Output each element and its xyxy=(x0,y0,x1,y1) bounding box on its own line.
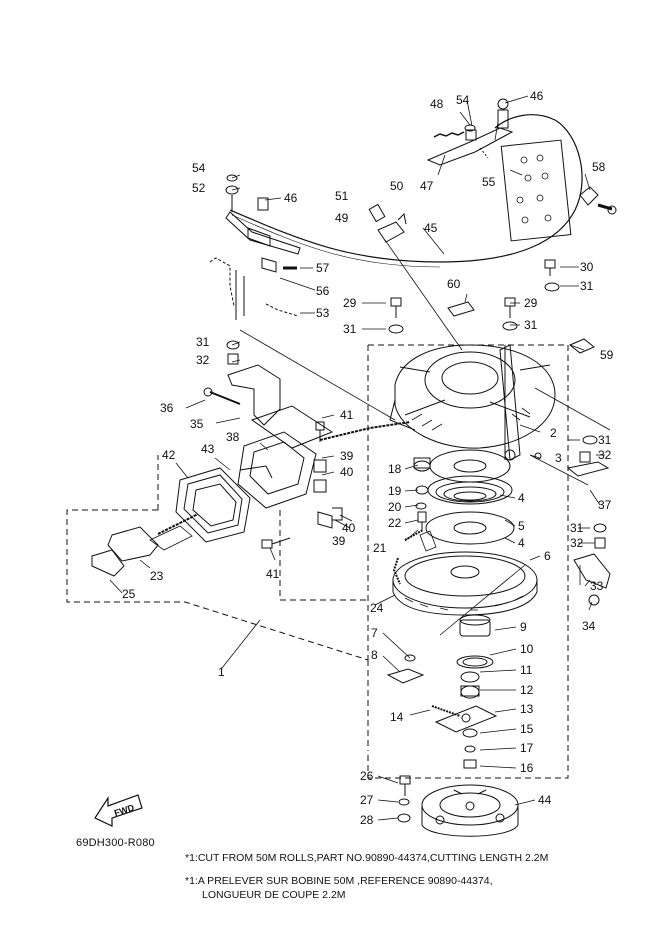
callout: 43 xyxy=(201,442,215,456)
callout: 15 xyxy=(520,722,534,736)
callout: 24 xyxy=(370,601,384,615)
callout: 6 xyxy=(544,549,551,563)
callout: 4 xyxy=(518,536,525,550)
callout: 11 xyxy=(520,663,533,677)
callout: 37 xyxy=(598,498,612,512)
handle-base xyxy=(397,775,519,837)
bolts-washers xyxy=(388,259,595,354)
callout: 7 xyxy=(371,626,378,640)
fwd-arrow-icon xyxy=(94,794,143,827)
cam-parts xyxy=(404,457,437,552)
handle-assembly xyxy=(149,340,343,551)
callout: 36 xyxy=(160,401,174,415)
callout: 32 xyxy=(570,536,584,550)
callout: 29 xyxy=(343,296,357,310)
callout: 57 xyxy=(316,261,330,275)
callout: 13 xyxy=(520,702,534,716)
callout: 14 xyxy=(390,710,404,724)
note-french-line1: *1:A PRELEVER SUR BOBINE 50M ,REFERENCE … xyxy=(185,875,493,887)
callout: 29 xyxy=(524,296,538,310)
note-french: *1:A PRELEVER SUR BOBINE 50M ,REFERENCE … xyxy=(185,874,493,902)
callout: 53 xyxy=(316,306,330,320)
callout: 20 xyxy=(388,500,402,514)
callout: 52 xyxy=(192,181,206,195)
callout: 26 xyxy=(360,769,374,783)
callout-labels: 1 2 3 4 4 5 6 7 8 9 10 11 12 13 14 15 16… xyxy=(113,89,614,827)
callout: 18 xyxy=(388,462,402,476)
callout: 40 xyxy=(340,465,354,479)
callout: 32 xyxy=(196,353,210,367)
callout: 19 xyxy=(388,484,402,498)
callout: 5 xyxy=(518,519,525,533)
callout: 55 xyxy=(482,175,496,189)
throttle-linkage xyxy=(209,174,301,320)
reference-code: 69DH300-R080 xyxy=(76,837,155,849)
callout: 41 xyxy=(340,408,354,422)
assembly-boundary xyxy=(66,344,569,779)
callout: 44 xyxy=(538,793,552,807)
callout: 31 xyxy=(580,279,594,293)
callout: 50 xyxy=(390,179,404,193)
callout: 56 xyxy=(316,284,330,298)
callout: 40 xyxy=(342,521,356,535)
callout: 1 xyxy=(218,665,225,679)
drive-parts xyxy=(386,614,498,769)
callout: 54 xyxy=(456,93,470,107)
callout: 12 xyxy=(520,683,534,697)
fwd-label: FWD xyxy=(113,802,136,818)
callout: 27 xyxy=(360,793,374,807)
callout: 46 xyxy=(284,191,298,205)
callout: 48 xyxy=(430,97,444,111)
leader-lines xyxy=(109,95,611,821)
callout: 39 xyxy=(340,449,354,463)
note-english: *1:CUT FROM 50M ROLLS,PART NO.90890-4437… xyxy=(185,852,549,864)
callout: 58 xyxy=(592,160,606,174)
callout: 8 xyxy=(371,648,378,662)
callout: 31 xyxy=(196,335,210,349)
callout: 22 xyxy=(388,516,402,530)
callout: 32 xyxy=(598,448,612,462)
callout: 3 xyxy=(555,451,562,465)
callout: 34 xyxy=(582,619,596,633)
starter-cable-45 xyxy=(229,114,583,263)
callout: 21 xyxy=(373,541,387,555)
callout: 39 xyxy=(332,534,346,548)
callout: 51 xyxy=(335,189,349,203)
callout: 33 xyxy=(590,579,604,593)
callout: 30 xyxy=(580,260,594,274)
callout: 45 xyxy=(424,221,438,235)
callout: 42 xyxy=(162,448,176,462)
callout: 38 xyxy=(226,430,240,444)
callout: 23 xyxy=(150,569,164,583)
callout: 31 xyxy=(570,521,584,535)
callout: 17 xyxy=(520,741,534,755)
callout: 46 xyxy=(530,89,544,103)
callout: 16 xyxy=(520,761,534,775)
callout: 59 xyxy=(600,348,614,362)
callout: 31 xyxy=(598,433,612,447)
callout: 41 xyxy=(266,567,280,581)
callout: 31 xyxy=(343,322,357,336)
callout: 47 xyxy=(420,179,434,193)
note-french-line2: LONGUEUR DE COUPE 2.2M xyxy=(202,889,346,901)
callout: 25 xyxy=(122,587,136,601)
callout: 54 xyxy=(192,161,206,175)
side-brackets xyxy=(534,435,611,606)
callout: 9 xyxy=(520,620,527,634)
callout: 10 xyxy=(520,642,534,656)
starter-housing xyxy=(319,344,556,461)
callout: 60 xyxy=(447,277,461,291)
callout: 31 xyxy=(524,318,538,332)
linkage-parts xyxy=(368,98,617,243)
starter-handle xyxy=(91,513,199,577)
callout: 49 xyxy=(335,211,349,225)
callout: 35 xyxy=(190,417,204,431)
callout: 2 xyxy=(550,426,557,440)
callout: 28 xyxy=(360,813,374,827)
callout: 4 xyxy=(518,491,525,505)
